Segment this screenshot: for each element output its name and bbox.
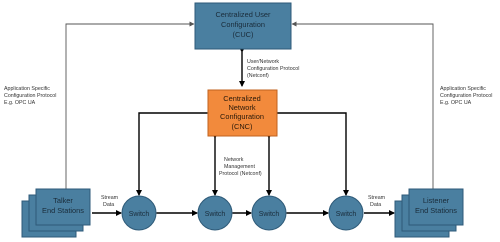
talker-label-line2: End Stations xyxy=(42,206,84,215)
svg-text:Configuration Protocol: Configuration Protocol xyxy=(440,93,492,99)
cnc-label-line4: (CNC) xyxy=(232,122,253,131)
switch-1-label: Switch xyxy=(129,211,150,218)
cuc-label-line3: (CUC) xyxy=(233,30,254,39)
cnc-switch1-connector xyxy=(136,110,212,196)
cnc-switch4-connector xyxy=(271,110,349,196)
svg-text:E.g. OPC UA: E.g. OPC UA xyxy=(4,100,36,106)
app-protocol-right-connector xyxy=(291,21,434,190)
switch-3[interactable]: Switch xyxy=(251,195,287,231)
switch-2-label: Switch xyxy=(205,211,226,218)
cuc-label-line2: Configuration xyxy=(221,20,265,29)
cnc-label-line3: Configuration xyxy=(220,112,264,121)
cnc-box[interactable]: Centralized Network Configuration (CNC) xyxy=(207,89,278,137)
svg-text:E.g. OPC UA: E.g. OPC UA xyxy=(440,100,472,106)
switch-1[interactable]: Switch xyxy=(121,195,157,231)
talker-end-stations[interactable]: Talker End Stations xyxy=(21,188,91,238)
cnc-label-line2: Network xyxy=(228,103,255,112)
svg-text:Application Specific: Application Specific xyxy=(440,86,486,92)
listener-label-line1: Listener xyxy=(423,196,450,205)
listener-label-line2: End Stations xyxy=(415,206,457,215)
svg-text:(Netconf): (Netconf) xyxy=(247,73,269,79)
cuc-box[interactable]: Centralized User Configuration (CUC) xyxy=(194,2,292,50)
stream-data-right-label: Stream Data xyxy=(368,195,386,208)
switch-4[interactable]: Switch xyxy=(328,195,364,231)
svg-text:User/Network: User/Network xyxy=(247,59,279,65)
listener-end-stations[interactable]: Listener End Stations xyxy=(394,188,464,238)
svg-text:Management: Management xyxy=(224,164,255,170)
svg-text:Data: Data xyxy=(370,202,381,208)
svg-text:Configuration Protocol: Configuration Protocol xyxy=(247,66,299,72)
svg-text:Stream: Stream xyxy=(101,195,119,201)
app-protocol-right-label: Application Specific Configuration Proto… xyxy=(440,86,492,106)
switch-2[interactable]: Switch xyxy=(197,195,233,231)
svg-text:Network: Network xyxy=(224,157,244,163)
cuc-label-line1: Centralized User xyxy=(215,10,271,19)
app-protocol-left-connector xyxy=(65,21,195,190)
mgmt-protocol-label: Network Management Protocol (Netconf) xyxy=(219,157,262,177)
switch-3-label: Switch xyxy=(259,211,280,218)
stream-data-left-label: Stream Data xyxy=(101,195,119,208)
svg-text:Data: Data xyxy=(103,202,114,208)
app-protocol-left-label: Application Specific Configuration Proto… xyxy=(4,86,56,106)
svg-text:Application Specific: Application Specific xyxy=(4,86,50,92)
talker-label-line1: Talker xyxy=(53,196,73,205)
svg-text:Stream: Stream xyxy=(368,195,386,201)
switch-4-label: Switch xyxy=(336,211,357,218)
svg-text:Configuration Protocol: Configuration Protocol xyxy=(4,93,56,99)
uni-protocol-label: User/Network Configuration Protocol (Net… xyxy=(247,59,299,79)
svg-text:Protocol (Netconf): Protocol (Netconf) xyxy=(219,171,262,177)
cnc-label-line1: Centralized xyxy=(223,94,260,103)
